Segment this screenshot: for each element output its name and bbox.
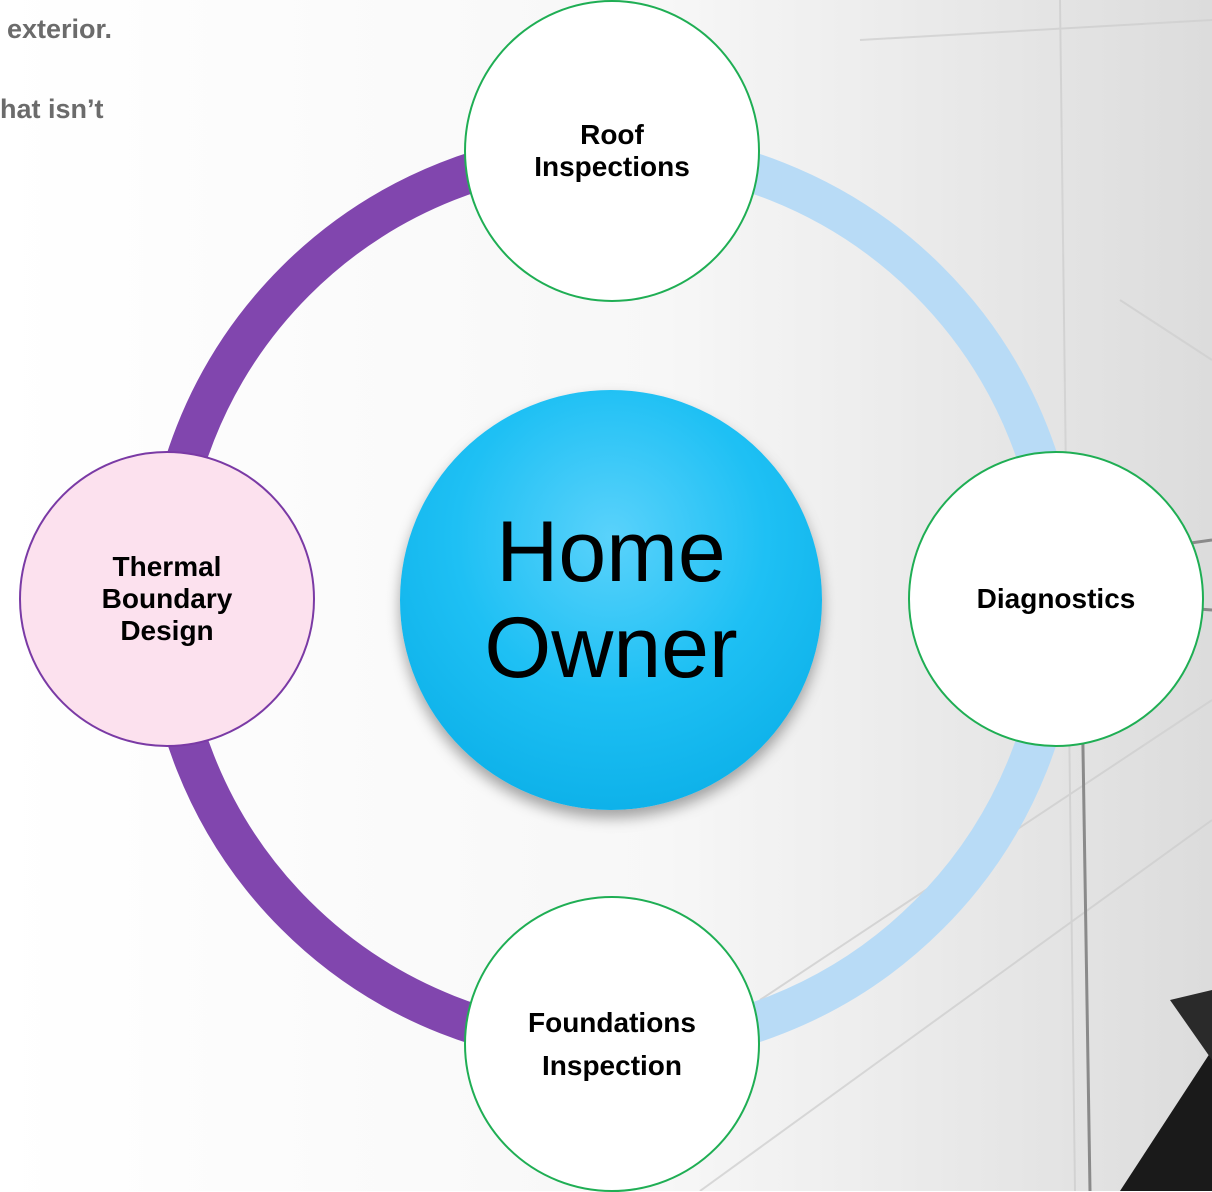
thermal-boundary-design-node: Thermal Boundary Design	[19, 451, 315, 747]
clipped-text-line-1: exterior.	[7, 14, 113, 44]
foundations-inspection-label: Foundations Inspection	[528, 1006, 696, 1081]
clipped-text-line-2: hat isn’t	[0, 94, 104, 124]
foundations-inspection-node: Foundations Inspection	[464, 896, 760, 1192]
home-owner-hub: Home Owner	[400, 390, 822, 810]
home-owner-label: Home Owner	[484, 503, 738, 696]
thermal-boundary-design-label: Thermal Boundary Design	[101, 550, 233, 647]
roof-inspections-label: Roof Inspections	[534, 118, 690, 182]
diagnostics-node: Diagnostics	[908, 451, 1204, 747]
roof-inspections-node: Roof Inspections	[464, 0, 760, 302]
diagnostics-label: Diagnostics	[976, 582, 1136, 614]
